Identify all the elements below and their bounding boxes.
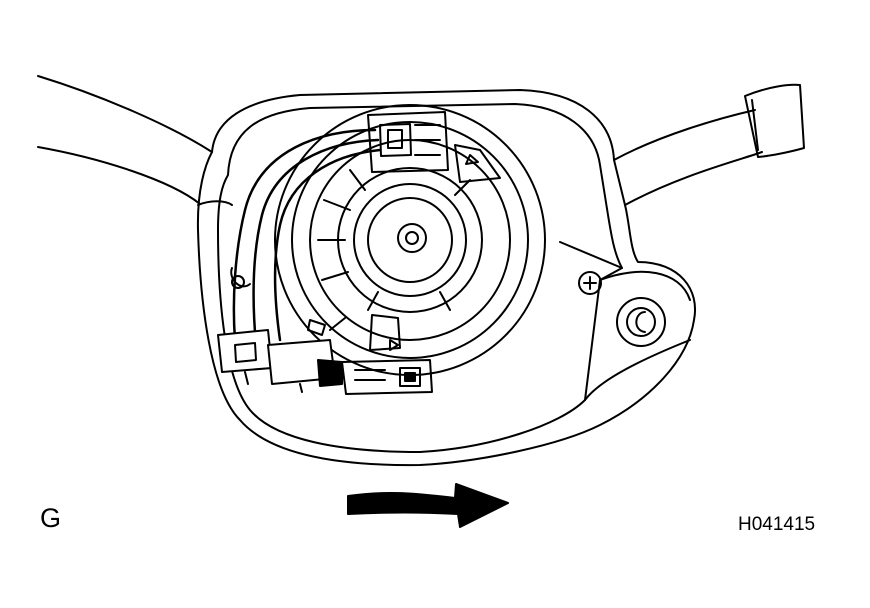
spiral-cable-connector-upper [367, 111, 449, 173]
combination-switch-stalk-right [613, 83, 805, 206]
wire-harness-connector-lower [217, 267, 343, 393]
cable-bracket [341, 359, 433, 395]
combination-switch-stalk-left [37, 75, 213, 205]
view-label: G [40, 503, 62, 533]
cover-bolt-hole [616, 297, 666, 347]
wire-harness [232, 128, 382, 347]
figure-code: H041415 [738, 514, 816, 535]
screw [578, 271, 602, 295]
steering-column-cover [196, 89, 696, 467]
rotation-direction-arrow [347, 483, 509, 528]
